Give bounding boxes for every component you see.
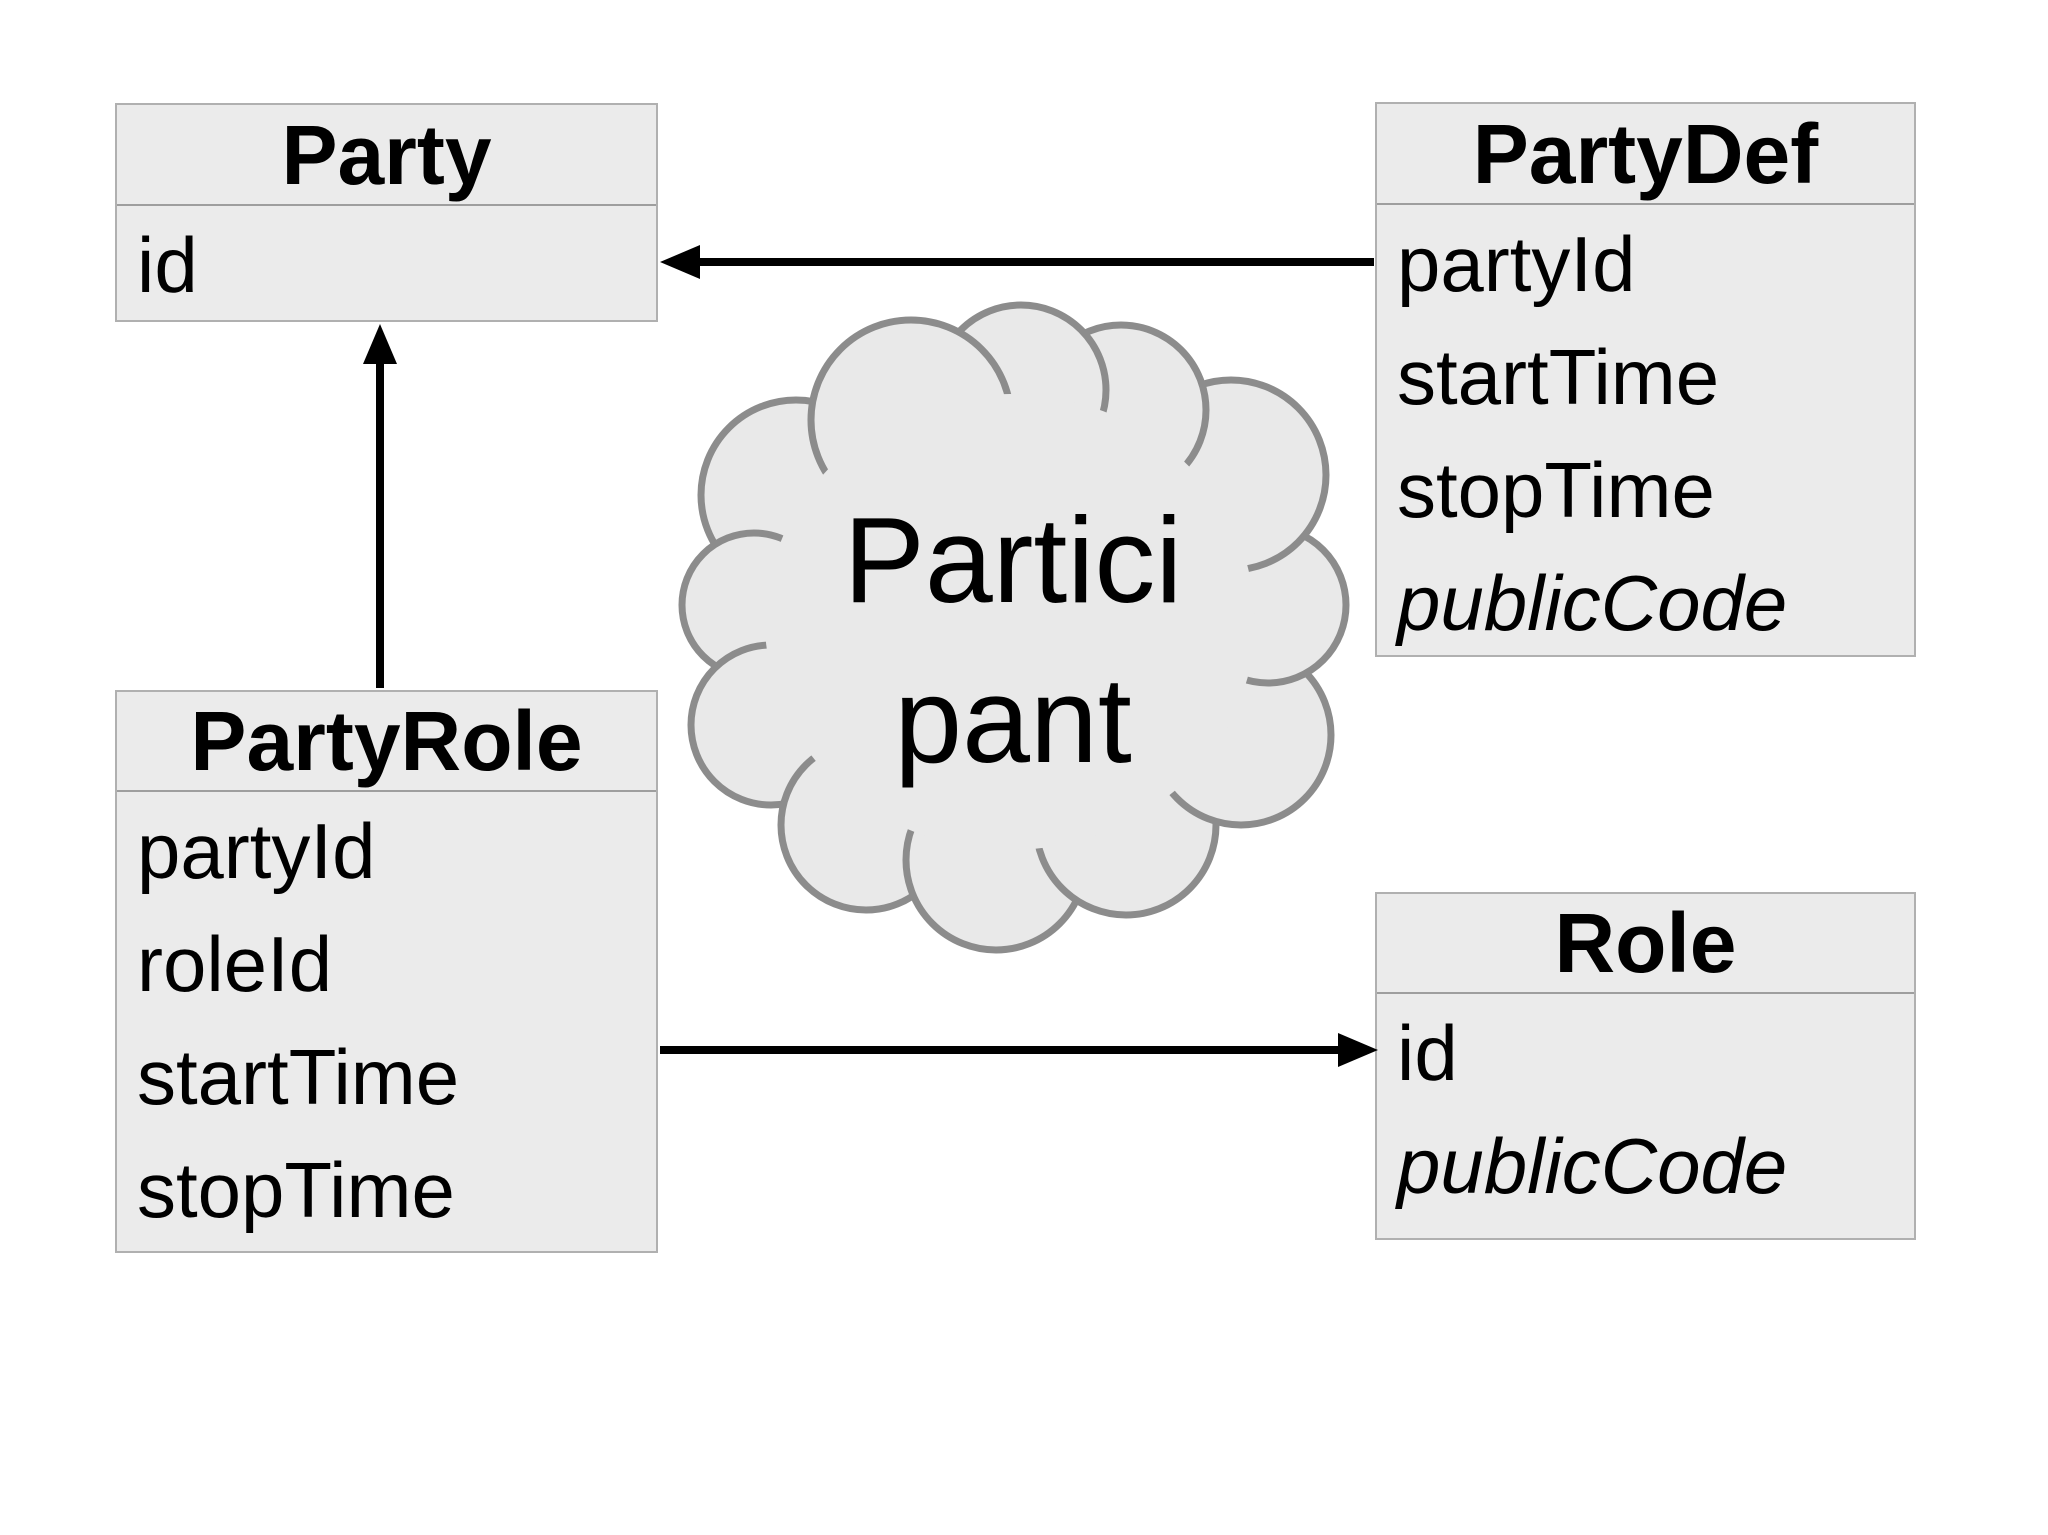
entity-role: Role id publicCode [1375, 892, 1916, 1240]
entity-party: Party id [115, 103, 658, 322]
entity-partydef-fields: partyId startTime stopTime publicCode [1377, 205, 1914, 659]
field-partydef-stoptime: stopTime [1397, 445, 1715, 534]
cloud-core [765, 394, 1255, 850]
cloud-bump [807, 316, 1015, 524]
field-partyrole-stoptime: stopTime [137, 1145, 455, 1234]
arrow-partyrole-to-party [363, 324, 397, 688]
entity-party-title: Party [117, 105, 656, 206]
cloud-bump [1032, 321, 1210, 499]
field-role-publiccode: publicCode [1397, 1121, 1788, 1210]
cloud-bump [1147, 641, 1335, 829]
cloud-bump [777, 736, 955, 914]
cloud-bump [687, 641, 855, 809]
cloud-bump [697, 396, 895, 594]
field-party-id: id [137, 220, 198, 309]
field-partydef-partyid: partyId [1397, 219, 1636, 308]
entity-party-fields: id [117, 206, 656, 321]
participant-cloud: Partici pant [678, 301, 1350, 954]
field-partyrole-starttime: startTime [137, 1032, 460, 1121]
cloud-bump [1186, 523, 1350, 687]
cloud-bump [1132, 376, 1330, 574]
arrow-partyrole-to-role [660, 1033, 1378, 1067]
cloud-label-line2: pant [894, 652, 1131, 788]
entity-partydef: PartyDef partyId startTime stopTime publ… [1375, 102, 1916, 657]
entity-partyrole: PartyRole partyId roleId startTime stopT… [115, 690, 658, 1253]
cloud-bump [1032, 731, 1220, 919]
entity-role-title: Role [1377, 894, 1914, 994]
entity-partyrole-title: PartyRole [117, 692, 656, 792]
cloud-bump [902, 766, 1090, 954]
entity-role-fields: id publicCode [1377, 994, 1914, 1222]
field-partyrole-partyid: partyId [137, 806, 376, 895]
cloud-bump [678, 529, 830, 681]
field-partyrole-roleid: roleId [137, 919, 333, 1008]
entity-partydef-title: PartyDef [1377, 104, 1914, 205]
field-partydef-publiccode: publicCode [1397, 558, 1788, 647]
field-role-id: id [1397, 1008, 1458, 1097]
field-partydef-starttime: startTime [1397, 332, 1720, 421]
arrow-partydef-to-party [660, 245, 1374, 279]
cloud-label-line1: Partici [844, 492, 1183, 628]
cloud-bump [932, 301, 1110, 479]
entity-partyrole-fields: partyId roleId startTime stopTime [117, 792, 656, 1246]
